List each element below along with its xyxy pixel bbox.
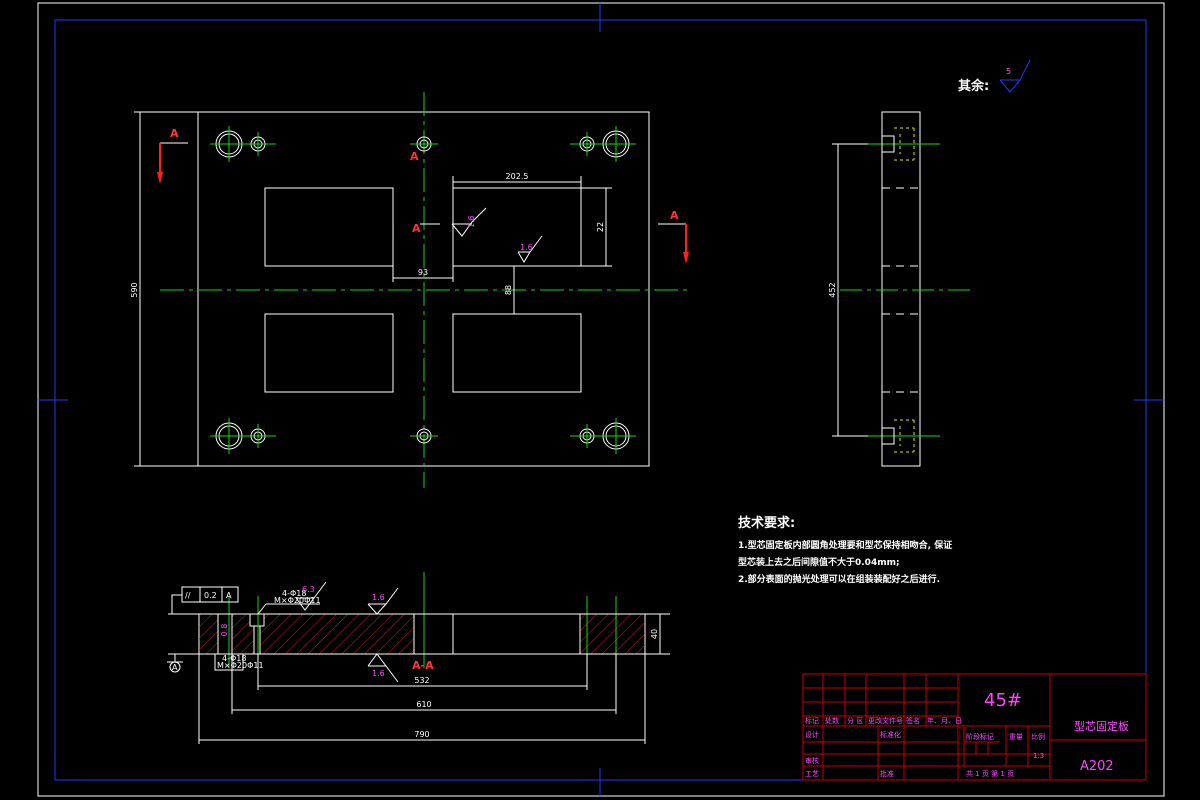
hdr-date: 年、月、日 [927,716,962,725]
design-label: 设计 [805,730,819,739]
datum-symbol [167,654,183,673]
hole-note-bottom-1: 4-Φ18 [222,654,246,663]
section-marker-left [157,142,188,184]
roughness-symbol-4 [367,587,399,615]
roughness-6-text: 0.8 [220,624,229,637]
section-letter-center-top: A [410,150,419,163]
centering-marks [38,3,1164,796]
standardize-label: 标准化 [880,730,901,739]
dim-40-text: 40 [650,629,659,639]
hole-note-bottom-2: M×Φ20Φ11 [217,661,264,670]
dim-452 [832,143,868,437]
tolerance-symbol: // [185,591,191,600]
roughness-symbol-3 [295,581,327,611]
dim-202-5-text: 202.5 [506,172,529,181]
dim-93 [392,266,454,282]
requirement-line-3: 2.部分表面的抛光处理可以在组装装配好之后进行. [738,573,940,585]
section-letter-center-mid: A [412,222,421,235]
dim-790-text: 790 [414,730,429,739]
dim-532 [257,654,588,690]
hole-note-top-1: 4-Φ18 [282,589,306,598]
pocket-bottom-left [264,313,394,393]
pocket-top-right [452,187,582,267]
section-view: 40 532 610 790 A-A // 0.2 A [167,572,670,744]
dim-88-text: 88 [504,285,513,295]
requirements-title: 技术要求: [738,515,795,531]
dim-22 [581,187,612,267]
roughness-5-text: 1.6 [372,669,385,678]
roughness-1-text: 1.6 [467,215,476,228]
rest-roughness-symbol [999,59,1031,93]
hole-note-top-leader [257,603,320,615]
dim-790 [198,654,646,744]
hdr-count: 处数 [825,716,839,725]
rest-roughness-value: 5 [1006,67,1011,76]
material-text: 45# [984,690,1022,711]
dim-610-text: 610 [416,700,431,709]
hdr-zone: 分 区 [847,716,863,725]
drawing-number-text: A202 [1080,759,1114,774]
dim-22-text: 22 [596,222,605,232]
hole-centerlines [210,126,636,454]
roughness-symbol-5 [367,653,399,683]
side-hidden-lines [894,127,915,453]
roughness-3-text: 6.3 [302,585,315,594]
hatch-right [580,614,645,654]
side-counterbores [881,135,895,445]
roughness-4-text: 1.6 [372,593,385,602]
dim-202-5 [452,176,582,188]
scale-label: 比例 [1031,732,1045,741]
part-name-text: 型芯固定板 [1074,719,1129,733]
approve-label: 批准 [880,769,894,778]
hdr-mark: 标记 [805,716,819,725]
dim-590-text: 590 [130,282,139,297]
stage-label: 阶段标记 [966,732,994,741]
requirement-line-1: 1.型芯固定板内部圆角处理要和型芯保持相吻合, 保证 [738,539,952,551]
pocket-bottom-right [452,313,582,393]
sheet-info: 共 1 页 第 1 页 [966,769,1014,778]
scale-value: 1:3 [1033,752,1044,760]
section-marker-right [658,223,689,264]
dim-532-text: 532 [414,676,429,685]
side-pocket-hidden [882,187,920,393]
process-label: 工艺 [805,770,819,778]
hdr-doc: 更改文件号 [868,716,903,725]
tolerance-datum: A [226,591,232,600]
section-letter-right: A [670,209,679,222]
roughness-symbol-2 [517,235,543,263]
pocket-top-left [264,187,394,267]
side-outline [881,111,921,467]
roughness-2-text: 1.6 [520,243,533,252]
top-view: 590 202.5 22 93 88 1.6 [130,92,689,488]
dim-610 [231,654,617,714]
tolerance-value: 0.2 [204,591,217,600]
section-view-label: A-A [412,659,434,672]
tolerance-frame [171,586,239,614]
technical-requirements: 技术要求: 1.型芯固定板内部圆角处理要和型芯保持相吻合, 保证 型芯装上去之后… [738,515,952,585]
hatch-left [199,614,414,654]
weight-label: 重量 [1009,733,1023,741]
requirement-line-2: 型芯装上去之后间隙值不大于0.04mm; [738,556,900,568]
datum-letter: A [172,663,178,672]
dim-452-text: 452 [828,282,837,297]
hdr-sign: 签名 [906,716,920,725]
section-pocket [452,613,581,655]
outer-sheet-frame [37,2,1165,797]
review-label: 审核 [805,756,819,765]
roughness-symbol-1 [451,207,487,237]
hole-note-bottom-box [214,653,244,671]
rest-roughness-label: 其余: [958,78,989,94]
dim-93-text: 93 [418,268,428,277]
dim-590 [134,111,198,467]
title-block: 45# 型芯固定板 A202 标记 处数 分 区 更改文件号 签名 年、月、日 … [802,673,1147,781]
section-letter-left: A [170,127,179,140]
side-view: 452 [828,111,975,467]
